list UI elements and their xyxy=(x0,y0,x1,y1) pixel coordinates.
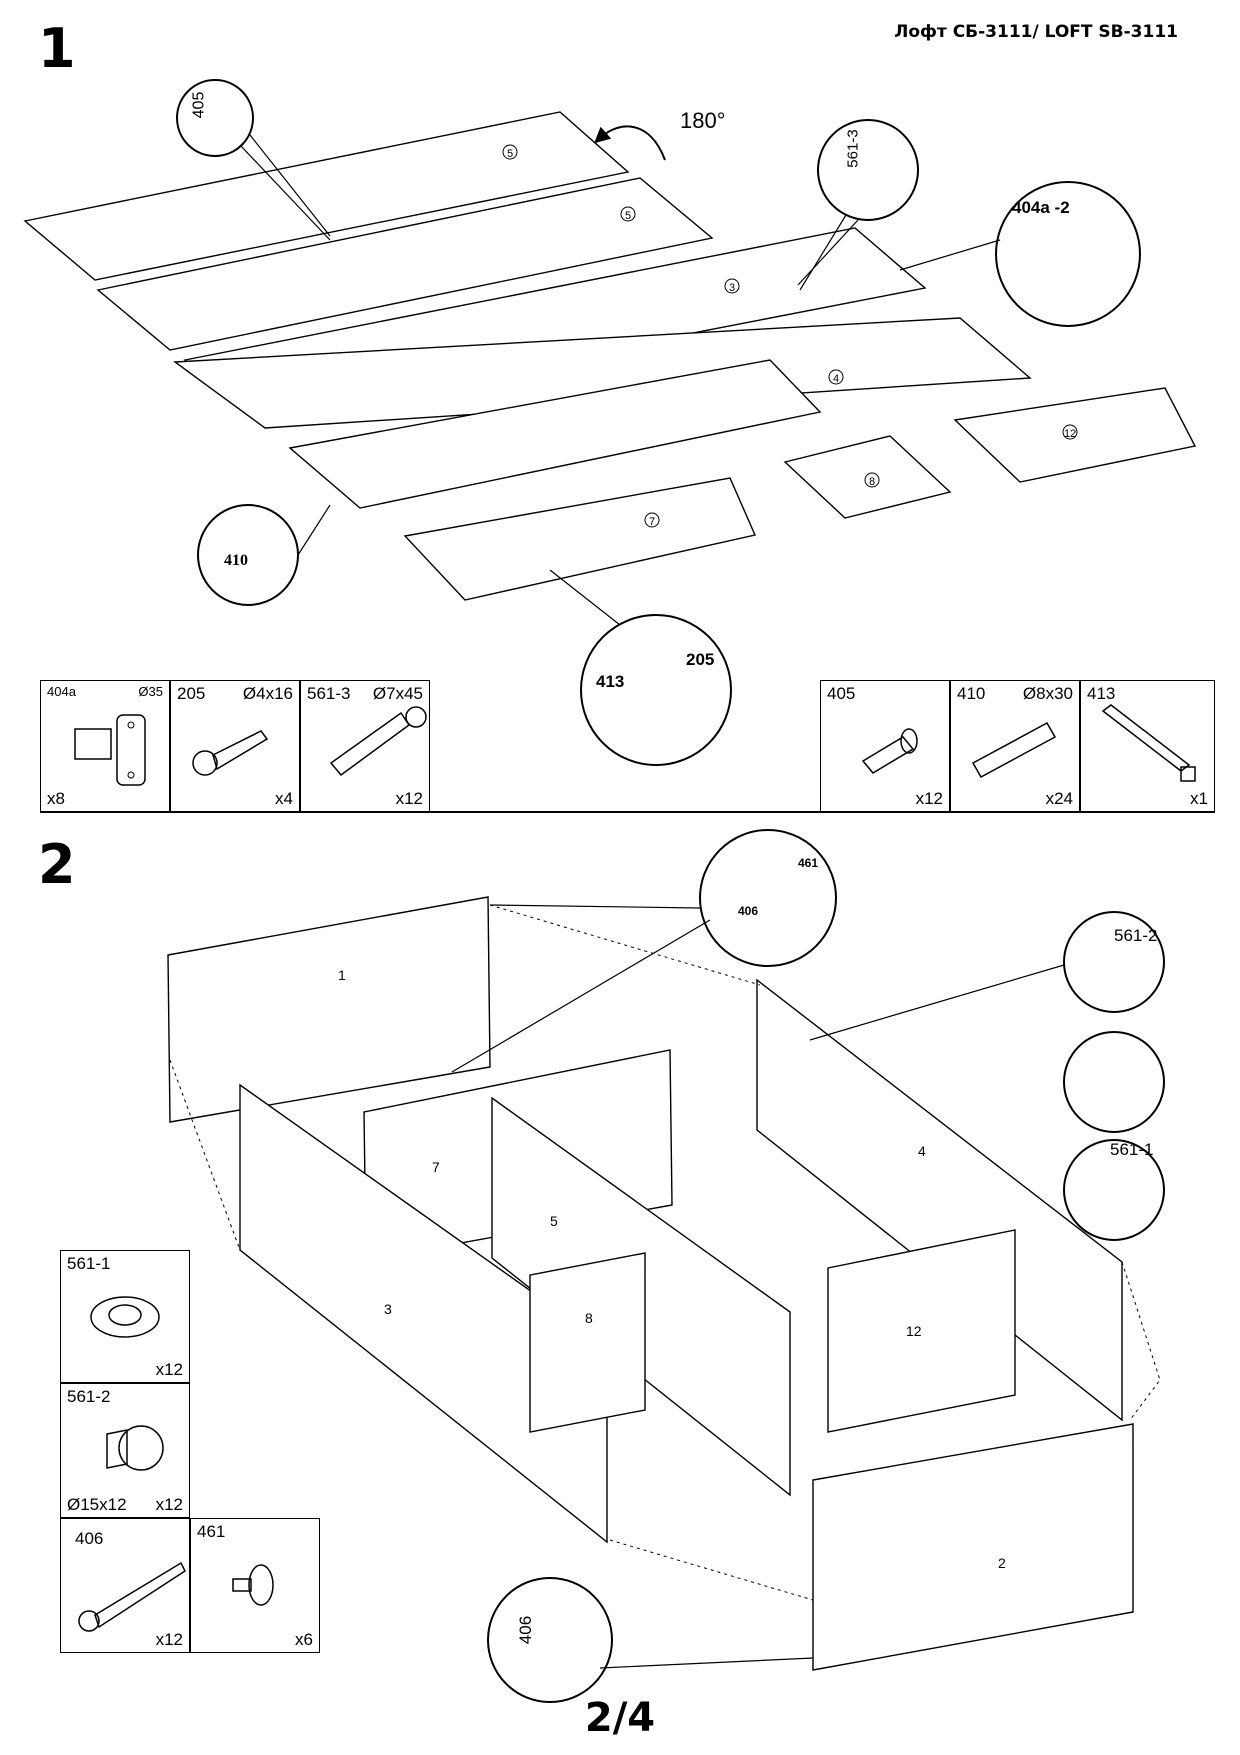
s2-panel-label-5: 5 xyxy=(550,1213,558,1229)
cam-housing-icon xyxy=(106,1425,164,1471)
wood-screw-icon xyxy=(78,1561,186,1632)
panel-label-4: 4 xyxy=(833,373,839,385)
panel-8 xyxy=(783,435,952,519)
s2-panel-label-3: 3 xyxy=(384,1301,392,1317)
rotation-label: 180° xyxy=(680,108,726,133)
s2-panel-label-1: 1 xyxy=(338,967,346,983)
panel-label-8: 8 xyxy=(869,476,875,488)
s2-panel-12 xyxy=(827,1229,1016,1433)
dowel-icon xyxy=(971,721,1057,779)
page-number: 2/4 xyxy=(584,1695,656,1741)
callout-label-405: 405 xyxy=(190,91,208,119)
s2-panel-4 xyxy=(756,978,1123,1422)
callout-label-561-2: 561-2 xyxy=(1114,926,1158,945)
panel-5a xyxy=(23,111,630,281)
panel-label-12: 12 xyxy=(1064,428,1076,440)
s2-panel-label-12: 12 xyxy=(906,1323,922,1339)
peg-icon xyxy=(861,728,918,774)
callout-screw-406-bottom-icon xyxy=(487,1577,613,1703)
callout-label-561-3: 561-3 xyxy=(844,129,862,168)
panel-label-5b: 5 xyxy=(625,210,631,222)
s2-panel-2 xyxy=(812,1423,1134,1671)
hinge-icon xyxy=(74,714,146,786)
callout-dowel-410-icon xyxy=(197,504,299,606)
s2-panel-label-4: 4 xyxy=(918,1143,926,1159)
panel-4 xyxy=(173,317,1032,429)
callout-label-205: 205 xyxy=(686,650,715,669)
part-561-1: 561-1 x12 xyxy=(60,1250,190,1383)
callout-dowel-405-icon xyxy=(176,79,254,157)
slide-icon xyxy=(1101,704,1196,782)
part-406: 406 x12 xyxy=(60,1518,190,1653)
panel-label-5a: 5 xyxy=(507,148,513,160)
panel-12 xyxy=(953,387,1197,483)
part-404a: 404a Ø35 x8 xyxy=(40,680,170,812)
part-461: 461 x6 xyxy=(190,1518,320,1653)
s2-panel-8 xyxy=(529,1252,646,1433)
callout-label-561-1: 561-1 xyxy=(1110,1140,1154,1159)
step-number-2: 2 xyxy=(38,833,76,896)
callout-confirmat-icon xyxy=(817,119,919,221)
product-title: Лофт СБ-3111/ LOFT SB-3111 xyxy=(894,22,1178,42)
callout-label-406-bottom: 406 xyxy=(516,1615,536,1645)
part-205: 205 Ø4x16 x4 xyxy=(170,680,300,812)
s2-panel-1 xyxy=(167,896,491,1123)
callout-slide-icon xyxy=(580,614,732,766)
callout-label-406: 406 xyxy=(738,904,759,918)
part-405: 405 x12 xyxy=(820,680,950,812)
panel-7 xyxy=(403,477,756,601)
s2-panel-label-2: 2 xyxy=(998,1555,1006,1571)
callout-label-404a: 404a -2 xyxy=(1012,198,1070,217)
cap-icon xyxy=(232,1564,274,1606)
s2-panel-3 xyxy=(239,1083,608,1544)
screw-icon xyxy=(192,730,269,776)
callout-screw-406-icon xyxy=(699,829,837,967)
rotation-arrow-icon xyxy=(594,125,666,161)
callout-cam-icon xyxy=(1063,911,1165,1013)
step-number-1: 1 xyxy=(38,17,76,80)
part-561-2: 561-2 Ø15x12 x12 xyxy=(60,1383,190,1518)
callout-screwdriver-icon xyxy=(1063,1031,1165,1133)
callout-hinge-icon xyxy=(995,181,1141,327)
callout-label-413: 413 xyxy=(596,672,625,691)
part-410: 410 Ø8x30 x24 xyxy=(950,680,1080,812)
callout-label-410: 410 xyxy=(224,552,248,569)
part-413: 413 x1 xyxy=(1080,680,1215,812)
panel-5b xyxy=(96,177,714,351)
confirmat-icon xyxy=(329,706,427,777)
cam-lock-icon xyxy=(90,1296,160,1338)
panel-label-7: 7 xyxy=(649,516,655,528)
s2-panel-label-8: 8 xyxy=(585,1310,593,1326)
s2-panel-label-7: 7 xyxy=(432,1159,440,1175)
panel-long-lower xyxy=(288,359,822,509)
callout-label-461: 461 xyxy=(798,856,819,870)
callout-pin-icon xyxy=(1063,1139,1165,1241)
panel-label-3: 3 xyxy=(729,282,735,294)
part-561-3: 561-3 Ø7x45 x12 xyxy=(300,680,430,812)
